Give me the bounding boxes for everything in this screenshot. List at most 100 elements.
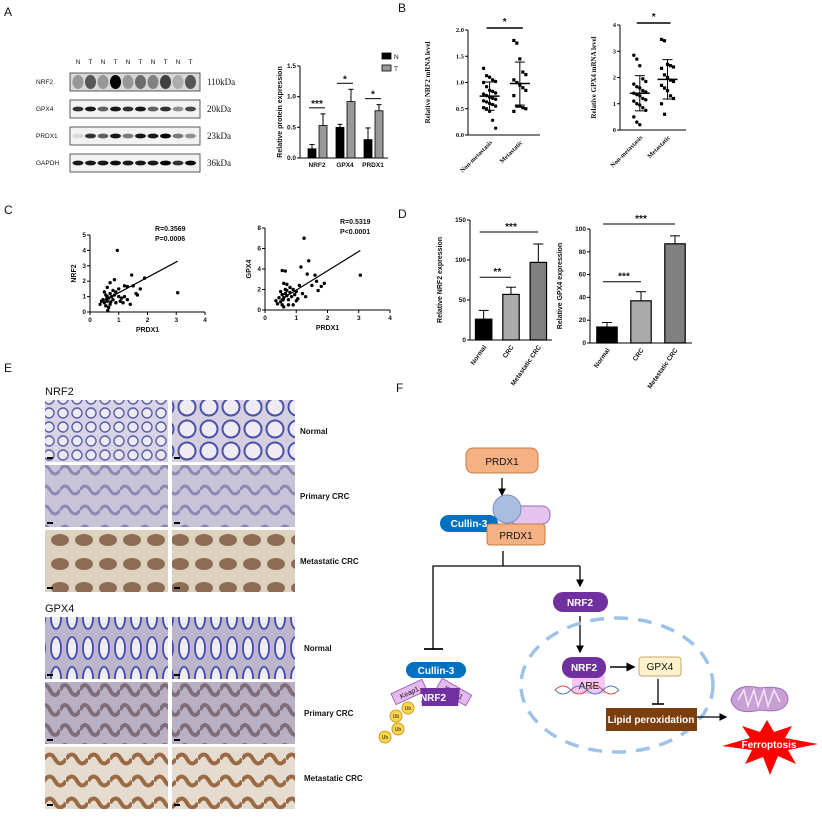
- inhibit-line: [432, 565, 580, 649]
- bar-N: [363, 139, 373, 159]
- blot-band: [185, 160, 196, 166]
- data-point: [303, 294, 308, 299]
- blot-band: [147, 106, 159, 112]
- data-point: [106, 308, 110, 313]
- data-point: [493, 91, 498, 95]
- y-tick-label: 50: [459, 297, 467, 304]
- ihc-row-label: Metastatic CRC: [300, 557, 359, 566]
- x-tick-label: Metastatic: [499, 139, 525, 165]
- blot-band: [160, 160, 171, 166]
- correlation-annotation: R=0.3569: [155, 226, 186, 233]
- bar-T: [346, 101, 356, 159]
- data-point: [122, 294, 127, 299]
- data-point: [297, 283, 302, 288]
- nrf2-label: NRF2: [567, 598, 594, 609]
- blot-band: [72, 160, 84, 166]
- data-point: [668, 64, 673, 68]
- blot-band: [160, 75, 171, 89]
- bar-T: [374, 110, 384, 159]
- data-point: [515, 104, 519, 108]
- ihc-row-label: Primary CRC: [300, 492, 350, 501]
- x-tick-label: Normal: [593, 347, 612, 370]
- data-point: [671, 65, 676, 69]
- ihc-row-label: Normal: [304, 644, 332, 653]
- blot-band: [72, 106, 84, 112]
- bar-T: [318, 125, 328, 159]
- blot-band: [147, 75, 159, 89]
- y-tick-label: 100: [575, 226, 586, 233]
- blot-band: [172, 160, 184, 166]
- data-point: [662, 112, 667, 116]
- y-tick-label: 2: [257, 287, 261, 294]
- data-point: [115, 248, 120, 253]
- ihc-section-title: GPX4: [45, 603, 74, 615]
- data-point: [358, 273, 363, 277]
- data-point: [524, 107, 528, 111]
- data-point: [632, 99, 636, 103]
- scale-bar: [174, 457, 180, 459]
- data-point: [671, 96, 676, 101]
- scale-bar: [47, 804, 53, 806]
- cullin3-left-pill: [406, 662, 466, 678]
- ferroptosis-label: Ferroptosis: [741, 740, 796, 751]
- data-point: [644, 98, 648, 102]
- data-point: [521, 86, 525, 90]
- lane-label: N: [76, 59, 81, 66]
- x-tick-label: Metastatic CRC: [647, 347, 680, 390]
- data-point: [632, 115, 636, 119]
- data-point: [291, 303, 295, 307]
- blot-band: [122, 133, 134, 139]
- x-tick-label: Normal: [470, 344, 489, 367]
- data-point: [512, 38, 516, 43]
- panel-label-c: C: [4, 203, 13, 217]
- data-point: [632, 53, 636, 57]
- y-tick-label: 0: [462, 337, 466, 344]
- blot-band: [185, 106, 196, 112]
- blot-band: [85, 75, 96, 89]
- molecular-weight-label: 36kDa: [207, 158, 231, 168]
- data-point: [119, 296, 124, 300]
- data-point: [490, 118, 495, 123]
- scale-bar: [174, 587, 180, 589]
- y-tick-label: 0.0: [456, 132, 464, 139]
- data-point: [515, 80, 519, 85]
- y-tick-label: 20: [579, 317, 587, 324]
- are-label: ARE: [579, 681, 600, 692]
- data-point: [662, 86, 667, 90]
- data-point: [282, 281, 286, 286]
- lane-label: N: [126, 59, 131, 66]
- blot-band: [147, 133, 159, 139]
- molecular-weight-label: 20kDa: [207, 104, 231, 114]
- significance-label: *: [503, 17, 507, 28]
- data-point: [662, 39, 667, 43]
- cullin3-left-label: Cullin-3: [418, 666, 455, 677]
- data-point: [299, 265, 303, 269]
- molecular-weight-label: 23kDa: [207, 131, 231, 141]
- data-point: [641, 96, 645, 101]
- nrf2-nucleus-pill: [562, 657, 606, 678]
- x-tick-label: CRC: [502, 344, 516, 360]
- dna-icon: [554, 685, 620, 695]
- data-point: [490, 102, 495, 107]
- data-point: [635, 84, 639, 89]
- data-point: [638, 63, 642, 68]
- data-point: [641, 77, 645, 81]
- y-axis-label: Relative protein expression: [277, 66, 284, 157]
- legend-swatch: [381, 52, 392, 60]
- blot-band: [172, 75, 184, 89]
- data-point: [302, 236, 306, 240]
- data-point: [282, 305, 286, 309]
- prdx1-complex-label: PRDX1: [499, 531, 533, 542]
- blot-band: [110, 106, 121, 112]
- data-point: [638, 123, 642, 127]
- blot-band: [97, 133, 109, 139]
- data-point: [128, 302, 132, 306]
- data-point: [138, 287, 143, 291]
- x-tick-label: 2: [146, 317, 150, 324]
- data-point: [659, 83, 664, 87]
- data-point: [109, 300, 113, 304]
- lane-label: T: [139, 59, 143, 66]
- blot-band: [85, 106, 96, 112]
